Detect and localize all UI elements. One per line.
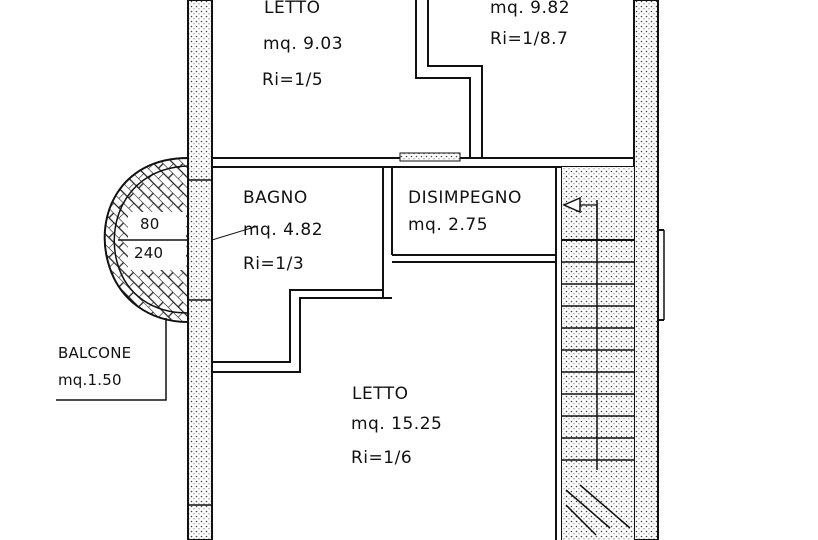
- window-marks-left: [188, 179, 212, 506]
- balcone-dim-top: 80: [140, 215, 160, 233]
- balcone-area: mq.1.50: [58, 371, 122, 389]
- room-ratio-letto-main: Ri=1/6: [351, 448, 413, 468]
- balcone-dim-bottom: 240: [134, 244, 164, 262]
- room-area-letto-main: mq. 15.25: [351, 414, 443, 434]
- bagno-window-leader: [211, 225, 259, 241]
- room-area-top-right: mq. 9.82: [490, 0, 571, 18]
- room-name-letto-top: LETTO: [264, 0, 321, 18]
- room-ratio-letto-top: Ri=1/5: [262, 70, 324, 90]
- outer-wall-right: [633, 0, 665, 540]
- room-area-letto-top: mq. 9.03: [263, 34, 344, 54]
- upper-partition-walls: [212, 0, 634, 168]
- balcone-leader-line: [56, 318, 167, 401]
- room-area-disimpegno: mq. 2.75: [408, 215, 489, 235]
- balcone-name: BALCONE: [58, 344, 132, 362]
- staircase: [562, 167, 634, 540]
- room-ratio-top-right: Ri=1/8.7: [490, 29, 569, 49]
- room-area-bagno: mq. 4.82: [243, 220, 324, 240]
- outer-wall-left: [187, 0, 213, 540]
- room-name-bagno: BAGNO: [243, 188, 308, 208]
- room-ratio-bagno: Ri=1/3: [243, 254, 305, 274]
- room-name-letto-main: LETTO: [352, 384, 409, 404]
- bagno-walls: [211, 167, 393, 373]
- room-name-disimpegno: DISIMPEGNO: [408, 188, 522, 208]
- balcony: [103, 156, 189, 324]
